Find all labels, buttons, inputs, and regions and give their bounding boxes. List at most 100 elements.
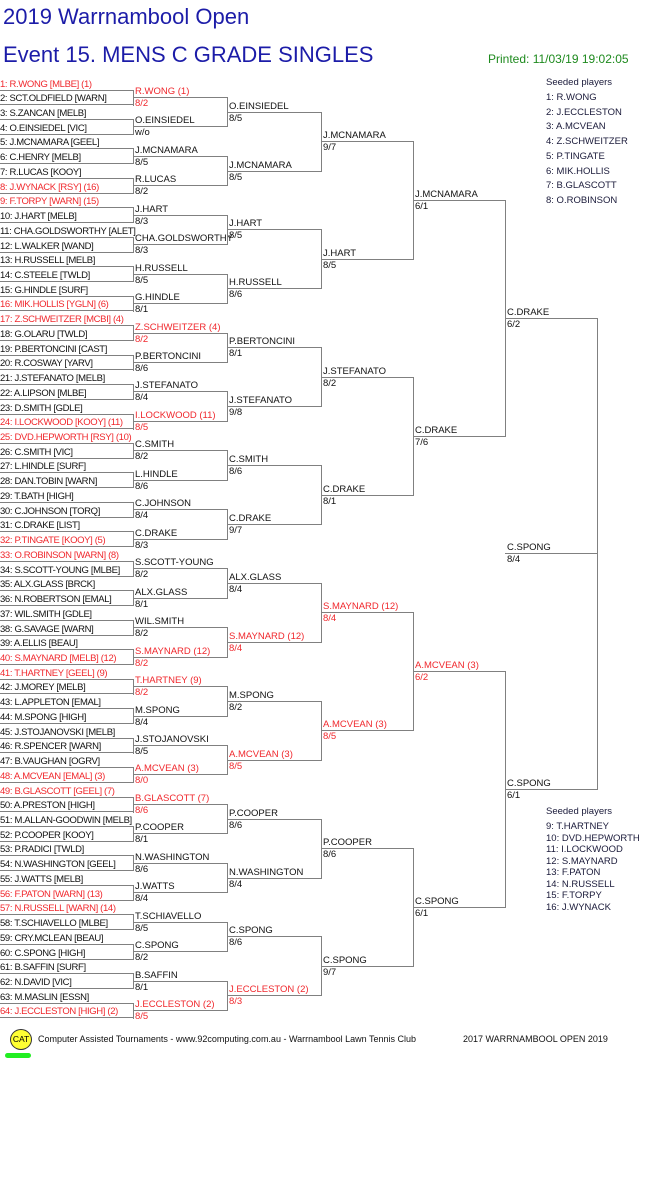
player-entry: 39: A.ELLIS [BEAU] (0, 638, 78, 649)
match-winner: C.JOHNSON (135, 498, 191, 509)
bracket-line (0, 590, 134, 591)
player-entry: 4: O.EINSIEDEL [VIC] (0, 123, 87, 134)
match-score: 6/1 (507, 790, 521, 801)
bracket-line (0, 959, 134, 960)
bracket-line (0, 620, 134, 621)
seeded-player: 1: R.WONG (546, 92, 597, 103)
match-winner: J.STEFANATO (135, 380, 198, 391)
player-entry: 10: J.HART [MELB] (0, 211, 77, 222)
bracket-line (133, 863, 228, 864)
bracket-line (0, 693, 134, 694)
match-winner: S.MAYNARD (12) (135, 646, 211, 657)
player-entry: 19: P.BERTONCINI [CAST] (0, 344, 108, 355)
seeded-player: 2: J.ECCLESTON (546, 106, 622, 118)
footer-event: 2017 WARRNAMBOOL OPEN 2019 (463, 1034, 608, 1044)
player-entry: 23: D.SMITH [GDLE] (0, 403, 83, 414)
match-winner: A.MCVEAN (3) (415, 660, 479, 671)
bracket-line (0, 193, 134, 194)
match-score: 8/5 (135, 157, 149, 168)
bracket-line (0, 988, 134, 989)
player-entry: 45: J.STOJANOVSKI [MELB] (0, 727, 115, 738)
bracket-line (133, 215, 228, 216)
bracket-line (0, 222, 134, 223)
player-entry: 20: R.COSWAY [YARV] (0, 358, 93, 369)
player-entry: 47: B.VAUGHAN [OGRV] (0, 756, 100, 767)
match-winner: C.SPONG (135, 940, 179, 951)
match-score: 8/3 (135, 216, 149, 227)
match-winner: P.BERTONCINI (229, 336, 295, 347)
match-score: 9/7 (323, 142, 337, 153)
bracket-connector (133, 90, 134, 106)
player-entry: 41: T.HARTNEY [GEEL] (9) (0, 668, 108, 679)
match-score: w/o (135, 127, 150, 138)
bracket-line (0, 900, 134, 901)
bracket-connector (133, 1003, 134, 1019)
match-winner: G.HINDLE (135, 292, 180, 303)
bracket-line (227, 465, 322, 466)
player-entry: 50: A.PRESTON [HIGH] (0, 800, 95, 811)
match-score: 8/2 (135, 186, 149, 197)
match-score: 8/1 (323, 496, 337, 507)
bracket-line (133, 539, 228, 540)
player-entry: 37: WIL.SMITH [GDLE] (0, 609, 92, 620)
bracket-line (133, 598, 228, 599)
bracket-line (133, 126, 228, 127)
seeded-player: 16: J.WYNACK (546, 901, 611, 913)
match-score: 8/4 (135, 717, 149, 728)
bracket-line (321, 966, 414, 967)
match-winner: J.STEFANATO (323, 366, 386, 377)
printed-timestamp: Printed: 11/03/19 19:02:05 (488, 52, 629, 66)
bracket-connector (133, 561, 134, 577)
bracket-connector (227, 215, 228, 245)
bracket-line (0, 369, 134, 370)
match-score: 8/4 (229, 879, 243, 890)
match-score: 8/3 (135, 540, 149, 551)
bracket-line (0, 914, 134, 915)
footer-credit: Computer Assisted Tournaments - www.92co… (38, 1034, 417, 1044)
bracket-line (321, 848, 414, 849)
player-entry: 55: J.WATTS [MELB] (0, 874, 83, 885)
player-entry: 29: T.BATH [HIGH] (0, 491, 74, 502)
player-entry: 1: R.WONG [MLBE] (1) (0, 79, 92, 90)
player-entry: 17: Z.SCHWEITZER [MCBI] (4) (0, 314, 124, 325)
bracket-line (133, 716, 228, 717)
match-winner: C.SPONG (229, 925, 273, 936)
match-score: 8/2 (135, 451, 149, 462)
bracket-line (0, 134, 134, 135)
player-entry: 60: C.SPONG [HIGH] (0, 948, 86, 959)
player-entry: 3: S.ZANCAN [MELB] (0, 108, 87, 119)
bracket-connector (133, 944, 134, 960)
bracket-connector (133, 355, 134, 371)
player-entry: 43: L.APPLETON [EMAL] (0, 697, 101, 708)
bracket-line (227, 583, 322, 584)
bracket-line (0, 310, 134, 311)
bracket-connector (227, 333, 228, 363)
seeded-player: 15: F.TORPY (546, 890, 602, 901)
match-winner: L.HINDLE (135, 469, 178, 480)
bracket-line (0, 531, 134, 532)
bracket-connector (133, 178, 134, 194)
bracket-line (133, 244, 228, 245)
match-score: 8/5 (323, 260, 337, 271)
player-entry: 27: L.HINDLE [SURF] (0, 461, 86, 472)
bracket-connector (133, 826, 134, 842)
bracket-line (0, 517, 134, 518)
match-winner: R.WONG (1) (135, 86, 190, 97)
match-winner: C.DRAKE (415, 425, 458, 436)
player-entry: 64: J.ECCLESTON [HIGH] (2) (0, 1006, 118, 1017)
match-winner: P.BERTONCINI (135, 351, 201, 362)
bracket-line (0, 325, 134, 326)
bracket-line (0, 502, 134, 503)
bracket-connector (321, 701, 322, 761)
match-score: 8/5 (323, 731, 337, 742)
match-score: 8/2 (229, 702, 243, 713)
player-entry: 26: C.SMITH [VIC] (0, 447, 73, 458)
bracket-line (227, 936, 322, 937)
bracket-line (133, 156, 228, 157)
match-score: 9/7 (323, 967, 337, 978)
bracket-line (413, 671, 506, 672)
match-winner: J.ECCLESTON (2) (135, 999, 215, 1010)
match-winner: J.ECCLESTON (2) (229, 984, 309, 995)
player-entry: 34: S.SCOTT-YOUNG [MLBE] (0, 565, 120, 576)
match-score: 8/6 (135, 481, 149, 492)
